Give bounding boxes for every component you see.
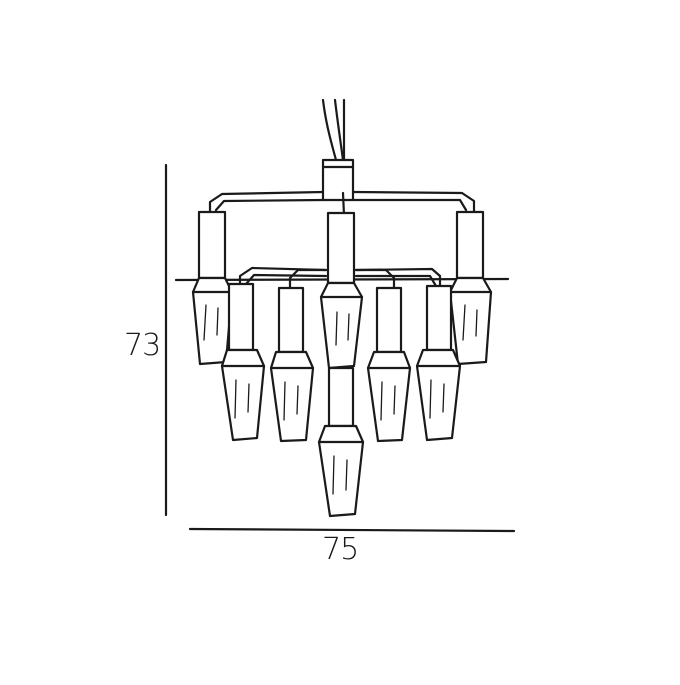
socket-mid-right-outer [425,284,453,352]
socket-mid-left-inner [277,286,305,354]
shade-mid-left-outer [220,348,266,442]
width-dimension-line [188,527,516,533]
socket-mid-right-inner [375,286,403,354]
shade-mid-right-outer [415,348,462,442]
shade-left-upper [191,210,234,366]
shade-mid-right-inner [366,350,412,443]
center-column [321,158,355,217]
center-stem-lower [327,366,355,428]
shade-right-upper [448,210,493,366]
socket-mid-left-outer [227,282,255,352]
upper-arms [208,190,476,214]
height-dimension-label: 73 [124,328,161,363]
shade-center-bottom [317,424,365,518]
shade-mid-left-inner [269,350,315,443]
width-dimension-label: 75 [322,532,359,567]
shade-center-top [319,211,364,370]
suspension-cord [321,98,346,162]
